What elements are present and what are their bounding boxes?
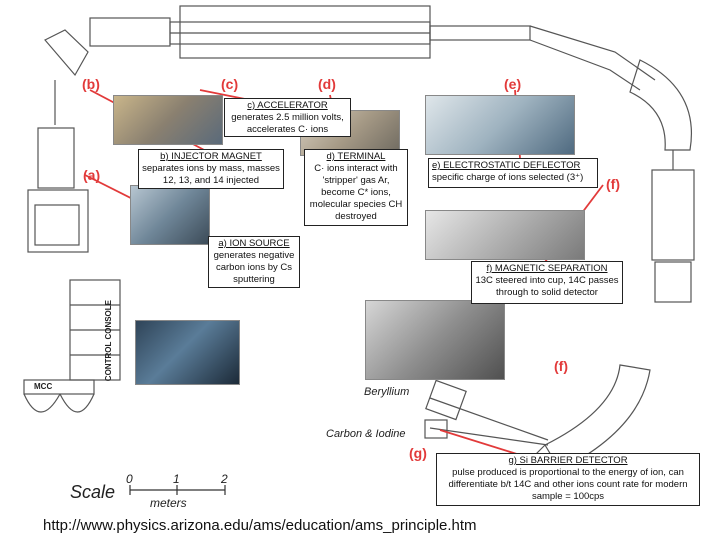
label-control-console: CONTROL CONSOLE [104,300,113,382]
injector-photo [130,185,210,245]
ion-source-photo [365,300,505,380]
marker-f-upper: (f) [606,176,620,192]
source-url[interactable]: http://www.physics.arizona.edu/ams/educa… [43,517,477,534]
accelerator-photo [113,95,223,145]
marker-d: (d) [318,76,336,92]
box-deflector-body: specific charge of ions selected (3⁺) [432,172,584,183]
box-electrostatic-deflector: e) ELECTROSTATIC DEFLECTOR specific char… [428,158,598,188]
box-ion-source: a) ION SOURCE generates negative carbon … [208,236,300,288]
label-mcc: MCC [34,382,53,391]
box-accelerator: c) ACCELERATOR generates 2.5 million vol… [224,98,351,137]
marker-b: (b) [82,76,100,92]
box-injector-magnet: b) INJECTOR MAGNET separates ions by mas… [138,149,284,189]
marker-g: (g) [409,445,427,461]
marker-f-lower: (f) [554,358,568,374]
box-accelerator-title: c) ACCELERATOR [247,100,328,111]
box-si-barrier-detector: g) Si BARRIER DETECTOR pulse produced is… [436,453,700,506]
box-detector-body: pulse produced is proportional to the en… [448,467,688,502]
box-ion-source-title: a) ION SOURCE [218,238,290,249]
box-accelerator-body: generates 2.5 million volts, accelerates… [231,112,344,135]
scale-tick-0: 0 [126,472,133,486]
box-deflector-title: e) ELECTROSTATIC DEFLECTOR [432,160,581,171]
deflector-photo [425,95,575,155]
scale-tick-2: 2 [221,472,228,486]
scale-tick-1: 1 [173,472,180,486]
beamline-photo [425,210,585,260]
box-terminal: d) TERMINAL C· ions interact with 'strip… [304,149,408,226]
box-detector-title: g) Si BARRIER DETECTOR [508,455,628,466]
box-ion-source-body: generates negative carbon ions by Cs spu… [213,250,295,285]
box-magnetic-body: 13C steered into cup, 14C passes through… [475,275,619,298]
marker-c: (c) [221,76,239,92]
box-injector-body: separates ions by mass, masses 12, 13, a… [142,163,280,186]
box-terminal-body: C· ions interact with 'stripper' gas Ar,… [309,163,403,222]
box-magnetic-separation: f) MAGNETIC SEPARATION 13C steered into … [471,261,623,304]
box-terminal-title: d) TERMINAL [326,151,386,162]
console-photo [135,320,240,385]
scale-label: Scale [70,482,116,502]
label-carbon-iodine: Carbon & Iodine [326,428,406,440]
box-magnetic-title: f) MAGNETIC SEPARATION [486,263,608,274]
scale-unit: meters [150,496,187,510]
marker-e: (e) [504,76,522,92]
label-beryllium: Beryllium [364,386,410,398]
marker-a: (a) [83,167,101,183]
box-injector-title: b) INJECTOR MAGNET [160,151,262,162]
